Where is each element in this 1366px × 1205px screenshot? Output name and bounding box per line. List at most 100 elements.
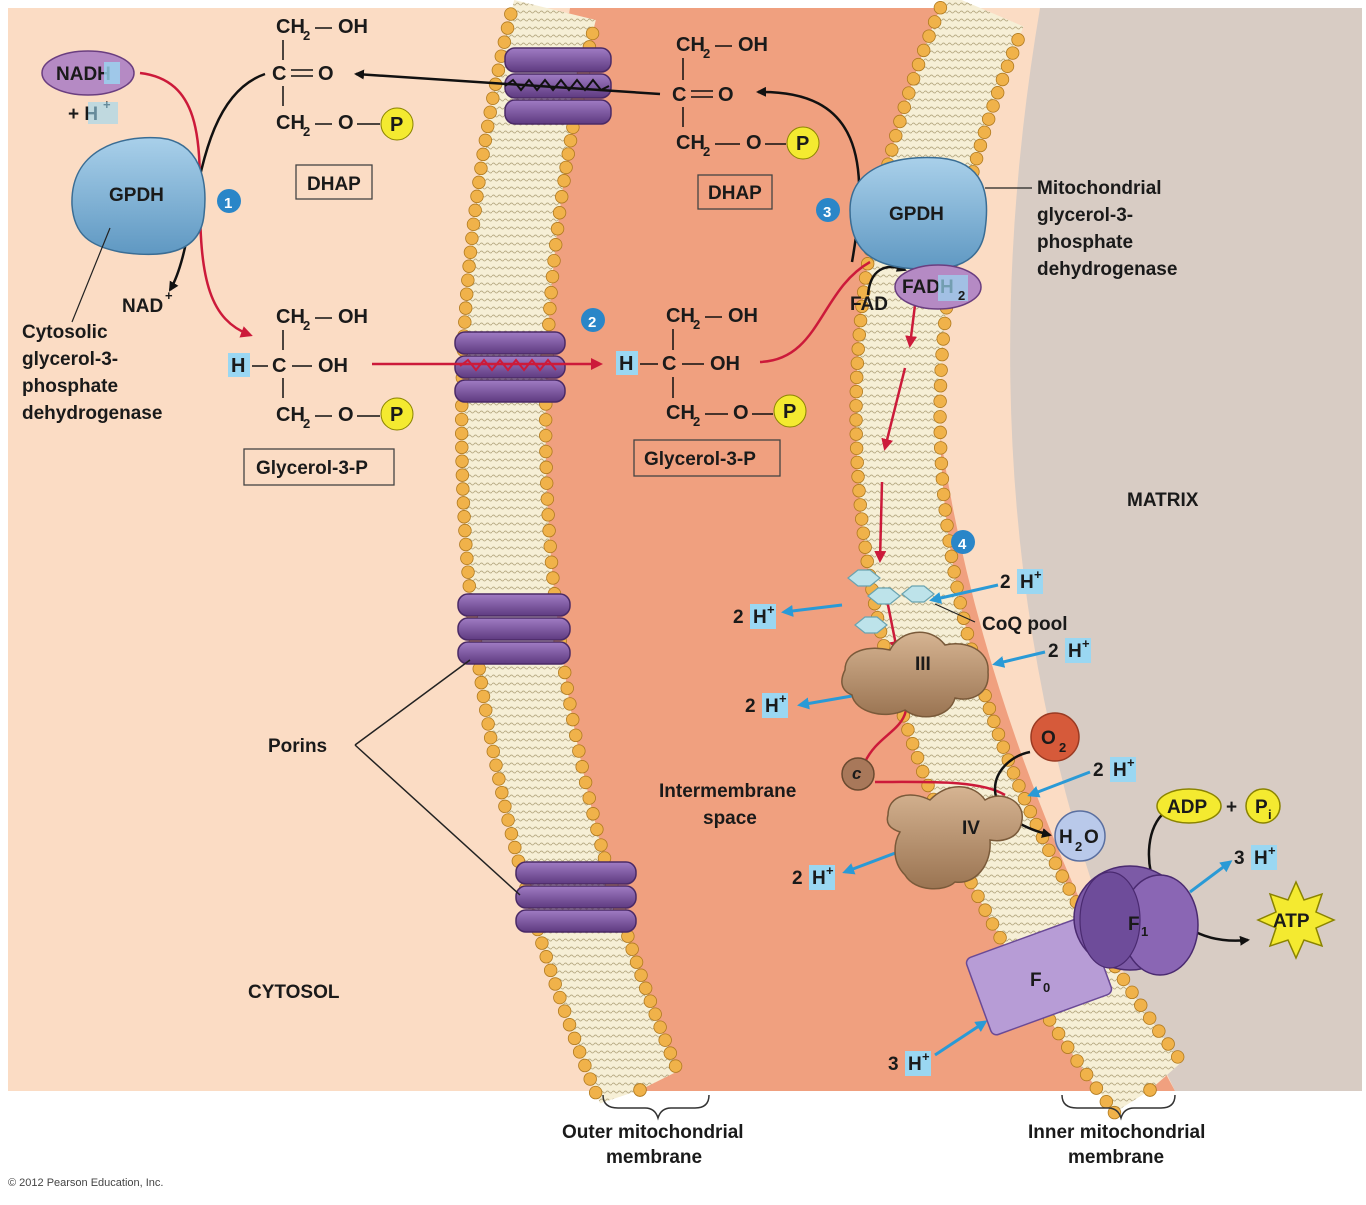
lipid-head [583,1072,597,1086]
svg-text:P: P [783,401,796,423]
lipid-head [850,370,864,385]
lipid-head [849,427,863,441]
lipid-head [633,1083,647,1097]
lipid-head [543,301,557,316]
svg-text:OH: OH [710,353,740,375]
electron-path-arrow [905,304,918,348]
lipid-head [985,917,1000,931]
proton-charge: + [1034,567,1042,582]
ims-glycerol3p-label: Glycerol-3-P [644,449,756,470]
cytosolic-gpdh-label: GPDH [109,185,164,206]
proton-count: 2 [745,696,756,717]
lipid-head [508,840,522,855]
svg-text:2: 2 [693,414,700,429]
lipid-head [934,456,949,471]
svg-text:P: P [390,404,403,426]
lipid-head [901,723,915,737]
svg-text:OH: OH [338,16,368,38]
inner-membrane-brace [1061,1094,1176,1121]
complex-iii [841,631,989,718]
lipid-head [495,785,509,800]
cytosolic-gpdh-enzyme [71,136,206,256]
lipid-head [902,86,916,100]
lipid-head [905,737,920,751]
lipid-head [1143,1083,1157,1097]
lipid-head [456,482,470,496]
lipid-head [572,1045,587,1059]
lipid-head [849,413,863,427]
lipid-head [535,936,549,950]
step-3-number: 3 [823,204,831,221]
intermembrane-label-1: Intermembrane [659,781,796,802]
svg-text:CH: CH [276,404,305,426]
lipid-head [458,301,473,315]
svg-text:O: O [318,63,334,85]
lipid-head [935,347,949,362]
step-2-number: 2 [588,314,596,331]
lipid-head [566,712,580,727]
lipid-head [500,21,515,35]
lipid-head [540,492,555,506]
lipid-head [560,681,574,695]
proton-highlight [1110,757,1136,782]
lipid-head [460,287,474,301]
atp-synthase-f1-sub: 1 [1141,924,1148,939]
outer-membrane-label-1: Outer mitochondrial [562,1122,744,1143]
proton-count: 2 [1000,572,1011,593]
lipid-head [1070,1054,1084,1068]
oxygen-molecule [1030,712,1080,762]
proton-arrow [797,694,853,710]
atp-label: ATP [1273,911,1310,932]
svg-text:O: O [338,404,354,426]
proton-arrow [992,650,1046,668]
lipid-head [486,744,500,759]
lipid-head [971,889,985,904]
svg-text:CH: CH [276,306,305,328]
step-4-badge [951,530,975,554]
adp-plus: + [1226,797,1237,818]
cytosol-label: CYTOSOL [248,982,340,1003]
lipid-head [474,675,488,690]
proton-arrow [781,603,843,617]
lipid-head [547,253,561,268]
svg-text:O: O [746,132,762,154]
mito-gpdh-name-4: dehydrogenase [1037,259,1177,280]
lipid-head [934,363,948,377]
svg-text:CH: CH [666,305,695,327]
lipid-head [1011,33,1025,47]
lipid-head [916,764,930,779]
proton-highlight [1017,569,1043,594]
proton-count: 3 [1234,848,1245,869]
lipid-head [539,444,553,459]
lipid-head [1042,843,1056,858]
proton-highlight [905,1051,931,1076]
lipid-head [910,750,925,765]
svg-text:P: P [796,133,809,155]
lipid-head [933,425,947,440]
lipid-head [569,728,583,743]
lipid-head [543,963,558,978]
lipid-head [629,955,644,969]
proton-symbol: H [1254,848,1268,869]
lipid-head [542,317,556,332]
lipid-head [553,990,567,1005]
proton-highlight [1065,638,1091,663]
lipid-head [539,476,554,490]
svg-text:H: H [231,355,245,377]
electron-path-arrow [881,367,907,451]
lipid-head [458,315,472,329]
cytosolic-dhap-box [295,164,373,200]
lipid-head [911,57,926,72]
porins-label: Porins [268,736,327,757]
lipid-head [461,273,475,287]
lipid-head [940,518,954,533]
lipid-head [492,772,506,786]
proton-highlight [762,693,788,718]
lipid-head [850,356,865,370]
step-3-badge [816,198,840,222]
step-1-number: 1 [224,195,232,212]
fadh2-h-highlight [938,275,968,301]
lipid-head [936,332,950,346]
